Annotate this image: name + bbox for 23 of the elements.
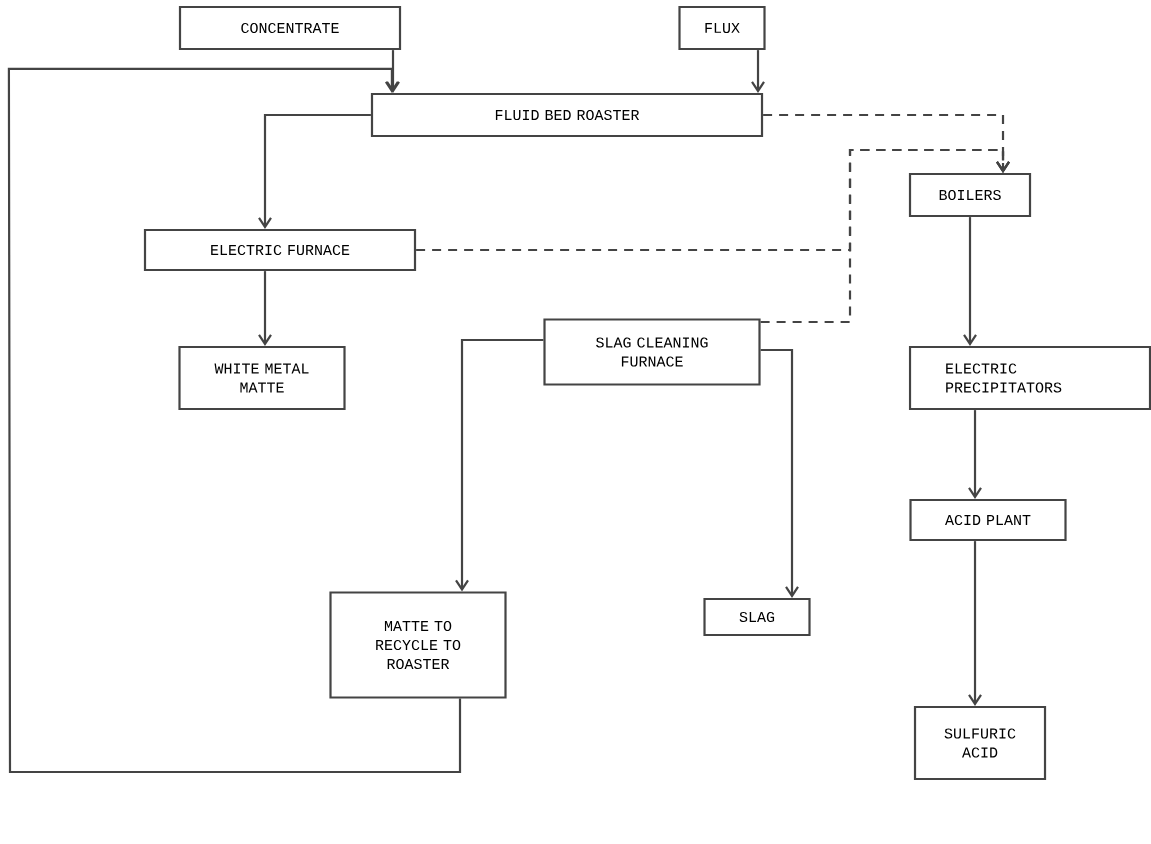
arrow [968, 410, 982, 499]
process-box: SULFURIC ACID [913, 705, 1047, 781]
arrow [968, 541, 982, 706]
dashed-arrow [760, 148, 1010, 324]
process-box: SLAG [703, 597, 811, 637]
arrow [386, 50, 400, 93]
arrow [751, 50, 765, 93]
arrow [7, 67, 462, 774]
process-box: SLAG CLEANING FURNACE [543, 318, 761, 386]
arrow [963, 217, 977, 346]
process-box: FLUID BED ROASTER [370, 92, 764, 138]
arrow [455, 338, 544, 592]
process-box: ELECTRIC FURNACE [143, 228, 417, 272]
process-box: WHITE METAL MATTE [178, 345, 346, 411]
arrow [258, 113, 371, 229]
process-box: ACID PLANT [909, 498, 1067, 542]
process-box: MATTE TO RECYCLE TO ROASTER [329, 591, 507, 699]
process-box: ELECTRIC PRECIPITATORS [908, 345, 1151, 411]
arrow [760, 348, 799, 598]
process-box: CONCENTRATE [178, 5, 402, 51]
process-box: BOILERS [908, 172, 1032, 218]
arrow [258, 271, 272, 346]
process-box: FLUX [678, 5, 766, 51]
